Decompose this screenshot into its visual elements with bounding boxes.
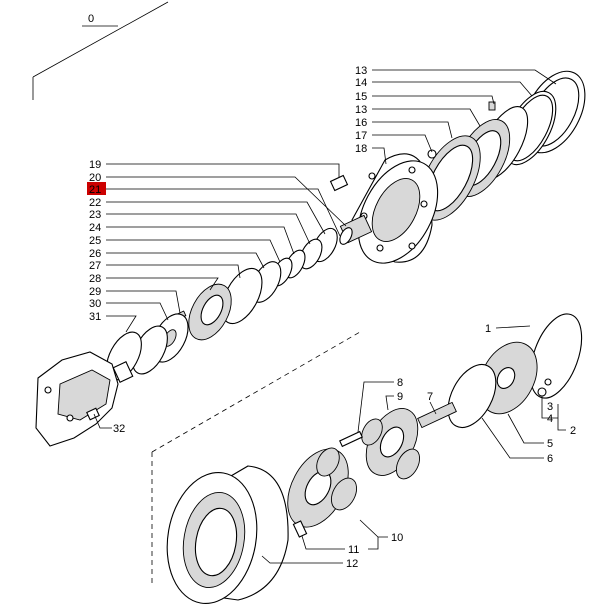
callout-23: 23: [89, 209, 101, 221]
callout-highlight-21: [87, 182, 106, 195]
callout-9: 9: [397, 391, 403, 403]
callout-28: 28: [89, 273, 101, 285]
callout-0: 0: [88, 13, 94, 25]
callout-31: 31: [89, 311, 101, 323]
callout-1: 1: [485, 323, 491, 335]
callout-24: 24: [89, 222, 101, 234]
assembly-frame: [32, 1, 169, 100]
washers-22-25: [271, 227, 338, 287]
o-ring-6: [447, 363, 497, 429]
callout-6: 6: [547, 453, 553, 465]
callout-11: 11: [348, 544, 359, 556]
housing-12: [166, 465, 289, 604]
callout-8: 8: [397, 377, 403, 389]
callout-16: 16: [355, 117, 367, 129]
planet-carrier-9: [361, 408, 421, 480]
shaft-20-21: [339, 214, 373, 245]
plate-29-30: [132, 313, 189, 375]
hub-18: [351, 153, 439, 264]
lower-assembly-outline: [151, 331, 361, 585]
callout-21: 21: [89, 184, 101, 196]
bearing-27: [188, 283, 232, 341]
shaft-7: [417, 401, 457, 429]
callout-10: 10: [391, 532, 403, 544]
pin-11: [292, 520, 308, 538]
callout-26: 26: [89, 248, 101, 260]
callout-3: 3: [547, 401, 553, 413]
callout-20: 20: [89, 172, 101, 184]
callout-19: 19: [89, 159, 101, 171]
callout-5: 5: [547, 438, 553, 450]
callout-13-second: 13: [355, 104, 367, 116]
callout-2: 2: [570, 425, 576, 437]
callout-15: 15: [355, 91, 367, 103]
callout-32: 32: [113, 423, 125, 435]
callout-25: 25: [89, 235, 101, 247]
rings-26-27: [221, 261, 282, 325]
callout-30: 30: [89, 298, 101, 310]
leader-lines: [93, 69, 566, 564]
callout-22: 22: [89, 197, 101, 209]
callout-7: 7: [427, 391, 433, 403]
callout-4: 4: [547, 413, 553, 425]
callout-18: 18: [355, 143, 367, 155]
callout-13-top: 13: [355, 65, 367, 77]
motor-assembly: [35, 351, 134, 447]
callout-27: 27: [89, 260, 101, 272]
planet-carrier-10: [287, 447, 358, 528]
callout-labels: 0 13 14 15 13 16 17 18 19 20 21 22 23 24…: [88, 13, 576, 570]
pin-19: [329, 174, 349, 192]
callout-17: 17: [355, 130, 367, 142]
callout-14: 14: [355, 77, 367, 89]
callout-29: 29: [89, 286, 101, 298]
snap-ring-1: [529, 313, 583, 399]
callout-12: 12: [346, 558, 358, 570]
bolt-8: [339, 430, 363, 448]
